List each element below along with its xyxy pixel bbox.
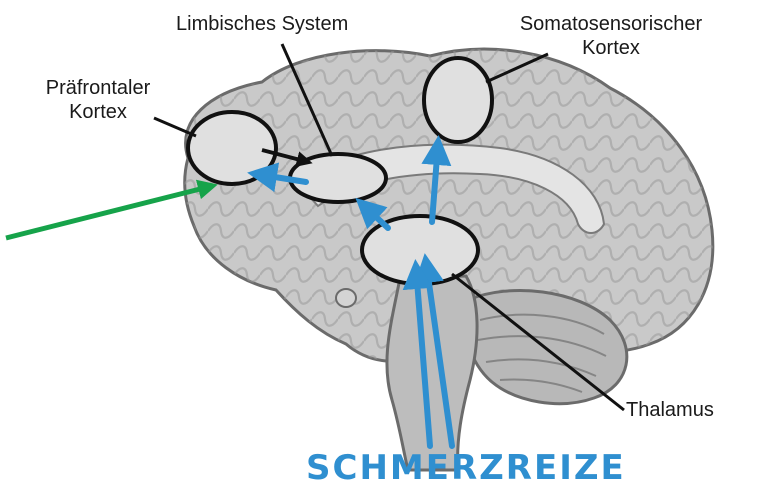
- label-prefrontal-cortex: Präfrontaler Kortex: [28, 76, 168, 124]
- label-somatosensory-line2: Kortex: [480, 36, 742, 60]
- thalamus-region: [362, 216, 478, 284]
- label-limbic-system: Limbisches System: [176, 12, 348, 36]
- label-thalamus: Thalamus: [626, 398, 714, 422]
- label-prefrontal-line1: Präfrontaler: [28, 76, 168, 100]
- label-pain-stimuli: SCHMERZREIZE: [306, 448, 616, 488]
- label-prefrontal-line2: Kortex: [28, 100, 168, 124]
- somatosensory-cortex-region: [424, 58, 492, 142]
- label-somatosensory-cortex: Somatosensorischer Kortex: [480, 12, 742, 60]
- green-pointer-arrow: [6, 186, 212, 238]
- pituitary: [336, 289, 356, 307]
- label-somatosensory-line1: Somatosensorischer: [480, 12, 742, 36]
